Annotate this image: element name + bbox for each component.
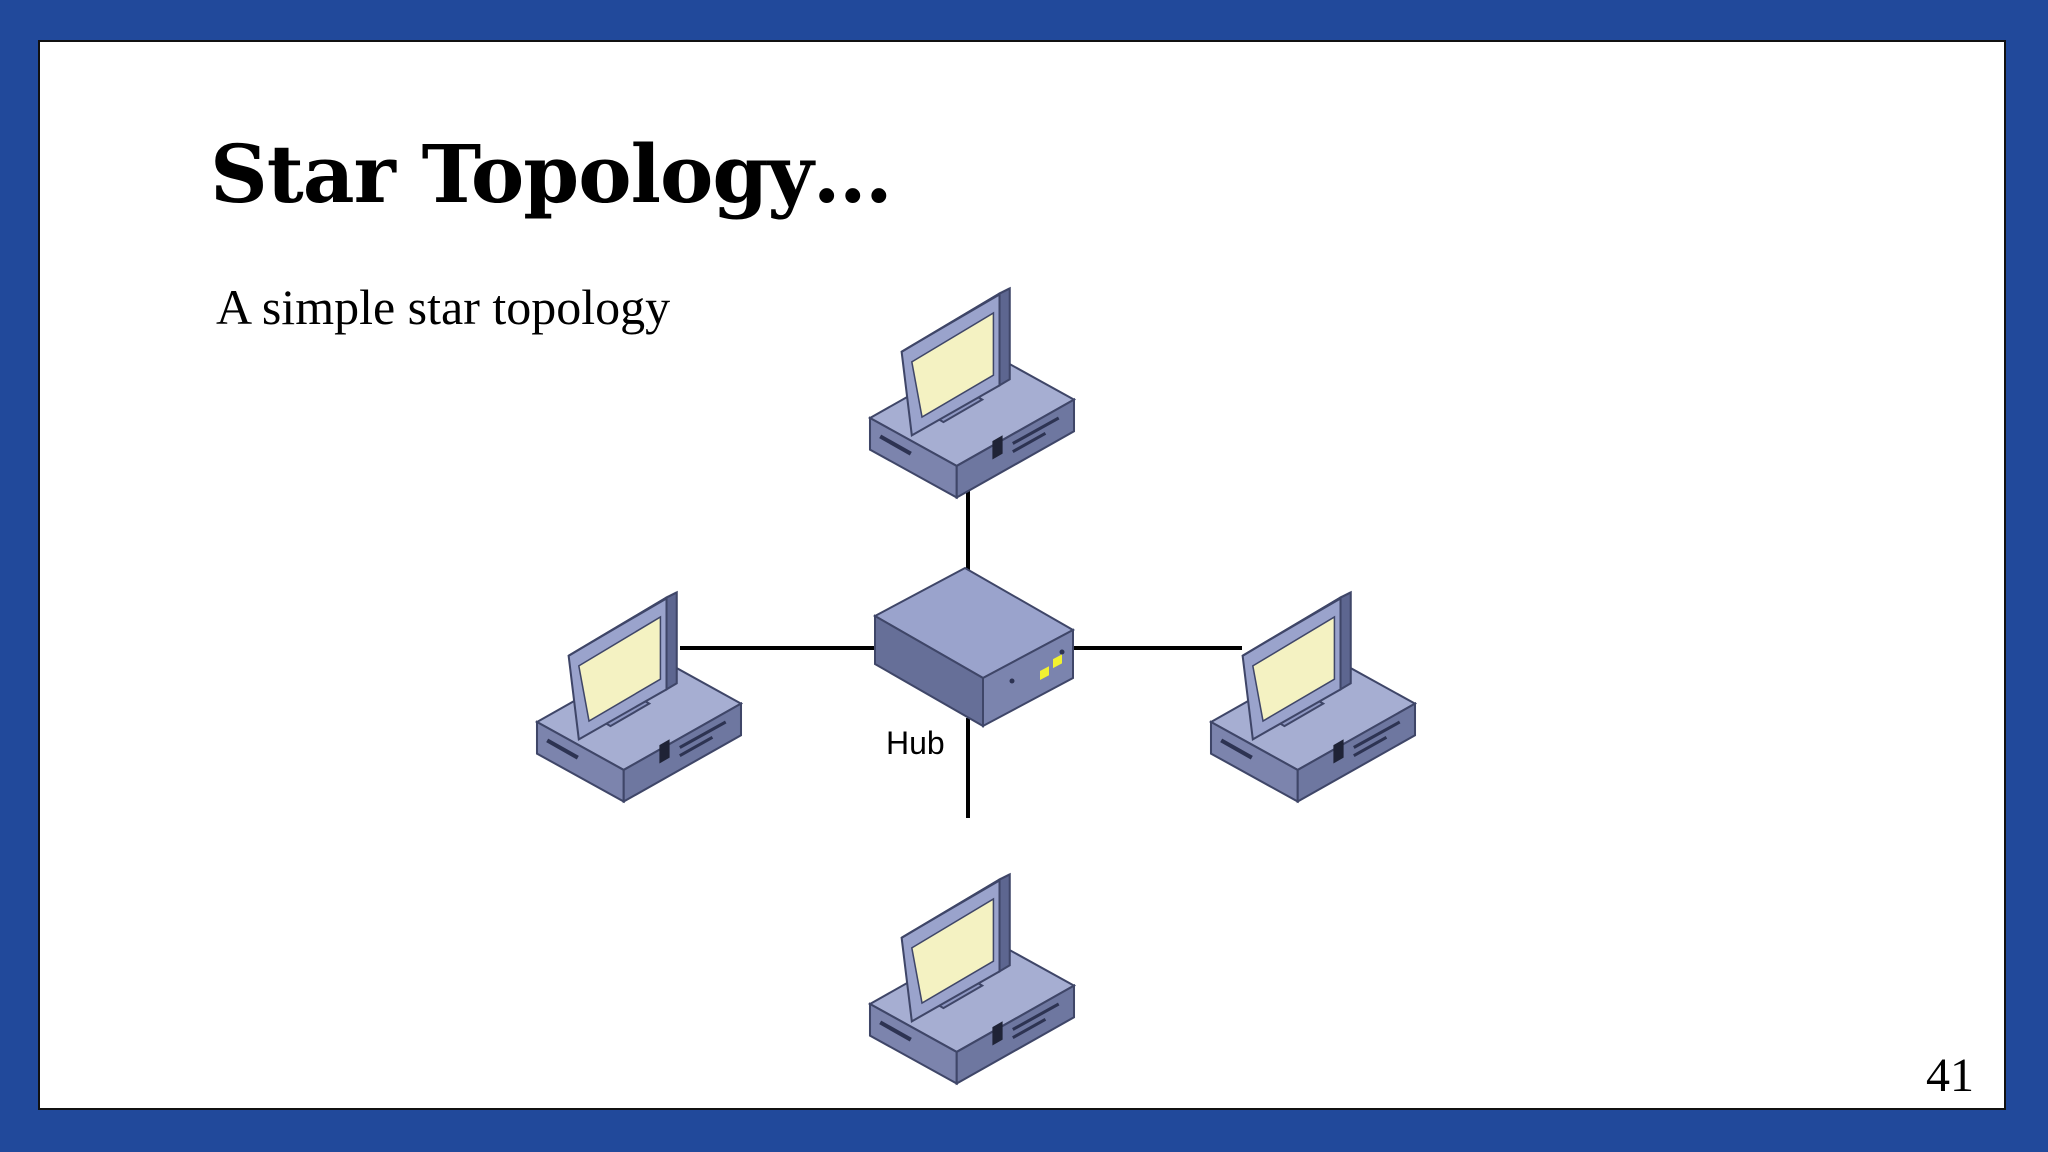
slide: Star Topology… A simple star topology 41: [38, 40, 2006, 1110]
hub-label: Hub: [886, 725, 945, 761]
page-number: 41: [1926, 1049, 1974, 1102]
slide-title: Star Topology…: [210, 127, 893, 221]
hub-indicator-2: [1053, 654, 1062, 669]
hub-icon: [872, 566, 1076, 728]
computer-left-icon: [537, 592, 741, 801]
hub-indicator-1: [1040, 666, 1049, 681]
computer-right-icon: [1211, 592, 1415, 801]
slide-subtitle: A simple star topology: [216, 279, 671, 335]
computer-bottom-icon: [870, 874, 1074, 1083]
computer-top-icon: [870, 288, 1074, 497]
